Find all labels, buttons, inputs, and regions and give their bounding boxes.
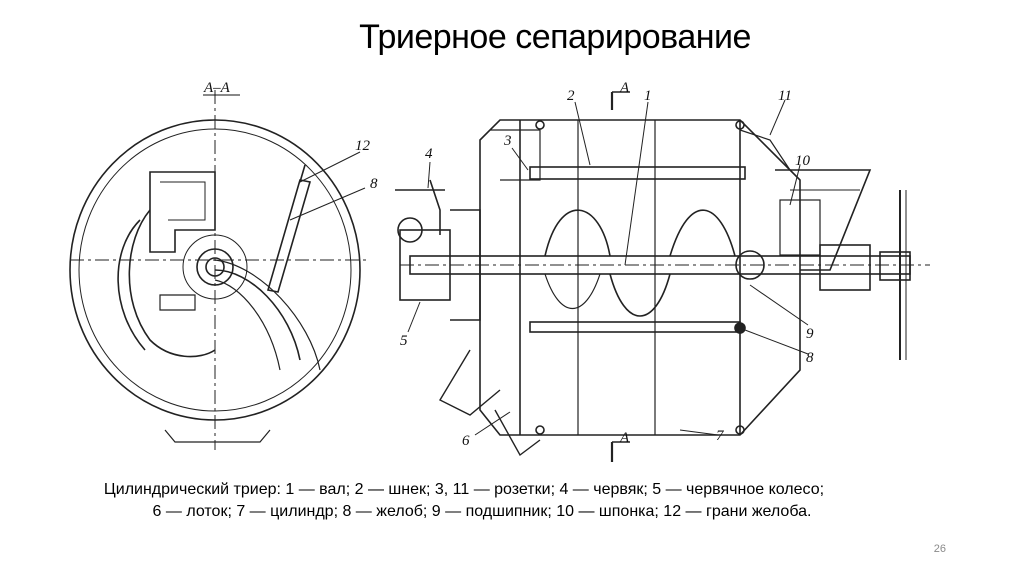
page-number: 26 [933,543,946,555]
section-mark-top: А [619,80,630,96]
longitudinal-view [395,91,930,462]
trier-drawing: А–А 12 8 4 3 5 6 2 1 А А 7 11 10 9 8 [0,70,1024,470]
part-label-6: 6 [462,433,470,449]
part-label-8-right: 8 [806,350,814,366]
part-label-4: 4 [425,146,433,162]
section-label: А–А [203,80,231,96]
caption-line-1: Цилиндрический триер: 1 — вал; 2 — шнек;… [103,481,825,498]
caption-line-2: 6 — лоток; 7 — цилиндр; 8 — желоб; 9 — п… [152,503,812,520]
part-label-8-left: 8 [370,176,378,192]
part-label-11: 11 [778,88,792,104]
part-label-5: 5 [400,333,408,349]
part-label-9: 9 [806,326,814,342]
part-label-2: 2 [567,88,575,104]
part-label-1: 1 [644,88,652,104]
part-label-3: 3 [503,133,512,149]
slide-title: Триерное сепарирование [359,18,751,56]
part-label-7: 7 [716,428,725,444]
section-mark-bottom: А [619,430,630,446]
cross-section-view [69,90,370,450]
trier-technical-drawing: А–А 12 8 4 3 5 6 2 1 А А 7 11 10 9 8 [69,80,930,462]
part-label-12: 12 [355,138,371,154]
part-label-10: 10 [795,153,811,169]
